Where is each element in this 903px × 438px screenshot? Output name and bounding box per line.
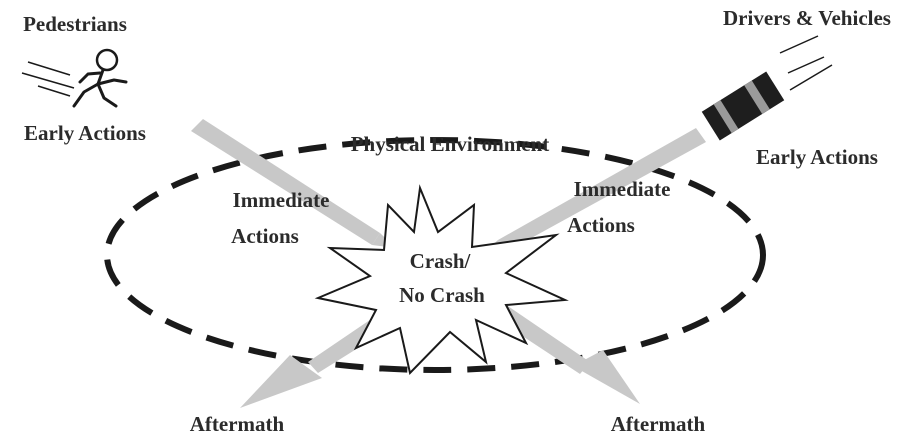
immediate-actions-right-label-line1: Immediate (574, 177, 671, 201)
crash-label-line1: Crash/ (410, 249, 472, 273)
pedestrians-label: Pedestrians (23, 12, 127, 36)
immediate-actions-right-label-line2: Actions (567, 213, 635, 237)
aftermath-left-label: Aftermath (190, 412, 285, 436)
physical-environment-label: Physical Environment (351, 132, 550, 156)
immediate-actions-left-label-line2: Actions (231, 224, 299, 248)
crash-burst-icon (314, 184, 569, 376)
car-icon (701, 71, 785, 141)
early-actions-left-label: Early Actions (24, 121, 146, 145)
drivers-vehicles-label: Drivers & Vehicles (723, 6, 891, 30)
environment-ellipse (104, 137, 766, 373)
vehicle-speed-lines (779, 35, 833, 91)
running-stick-figure-icon (72, 48, 128, 108)
aftermath-right-label: Aftermath (611, 412, 706, 436)
early-actions-right-label: Early Actions (756, 145, 878, 169)
crash-label-line2: No Crash (399, 283, 485, 307)
immediate-actions-left-label-line1: Immediate (233, 188, 330, 212)
pedestrian-speed-lines (21, 61, 75, 97)
